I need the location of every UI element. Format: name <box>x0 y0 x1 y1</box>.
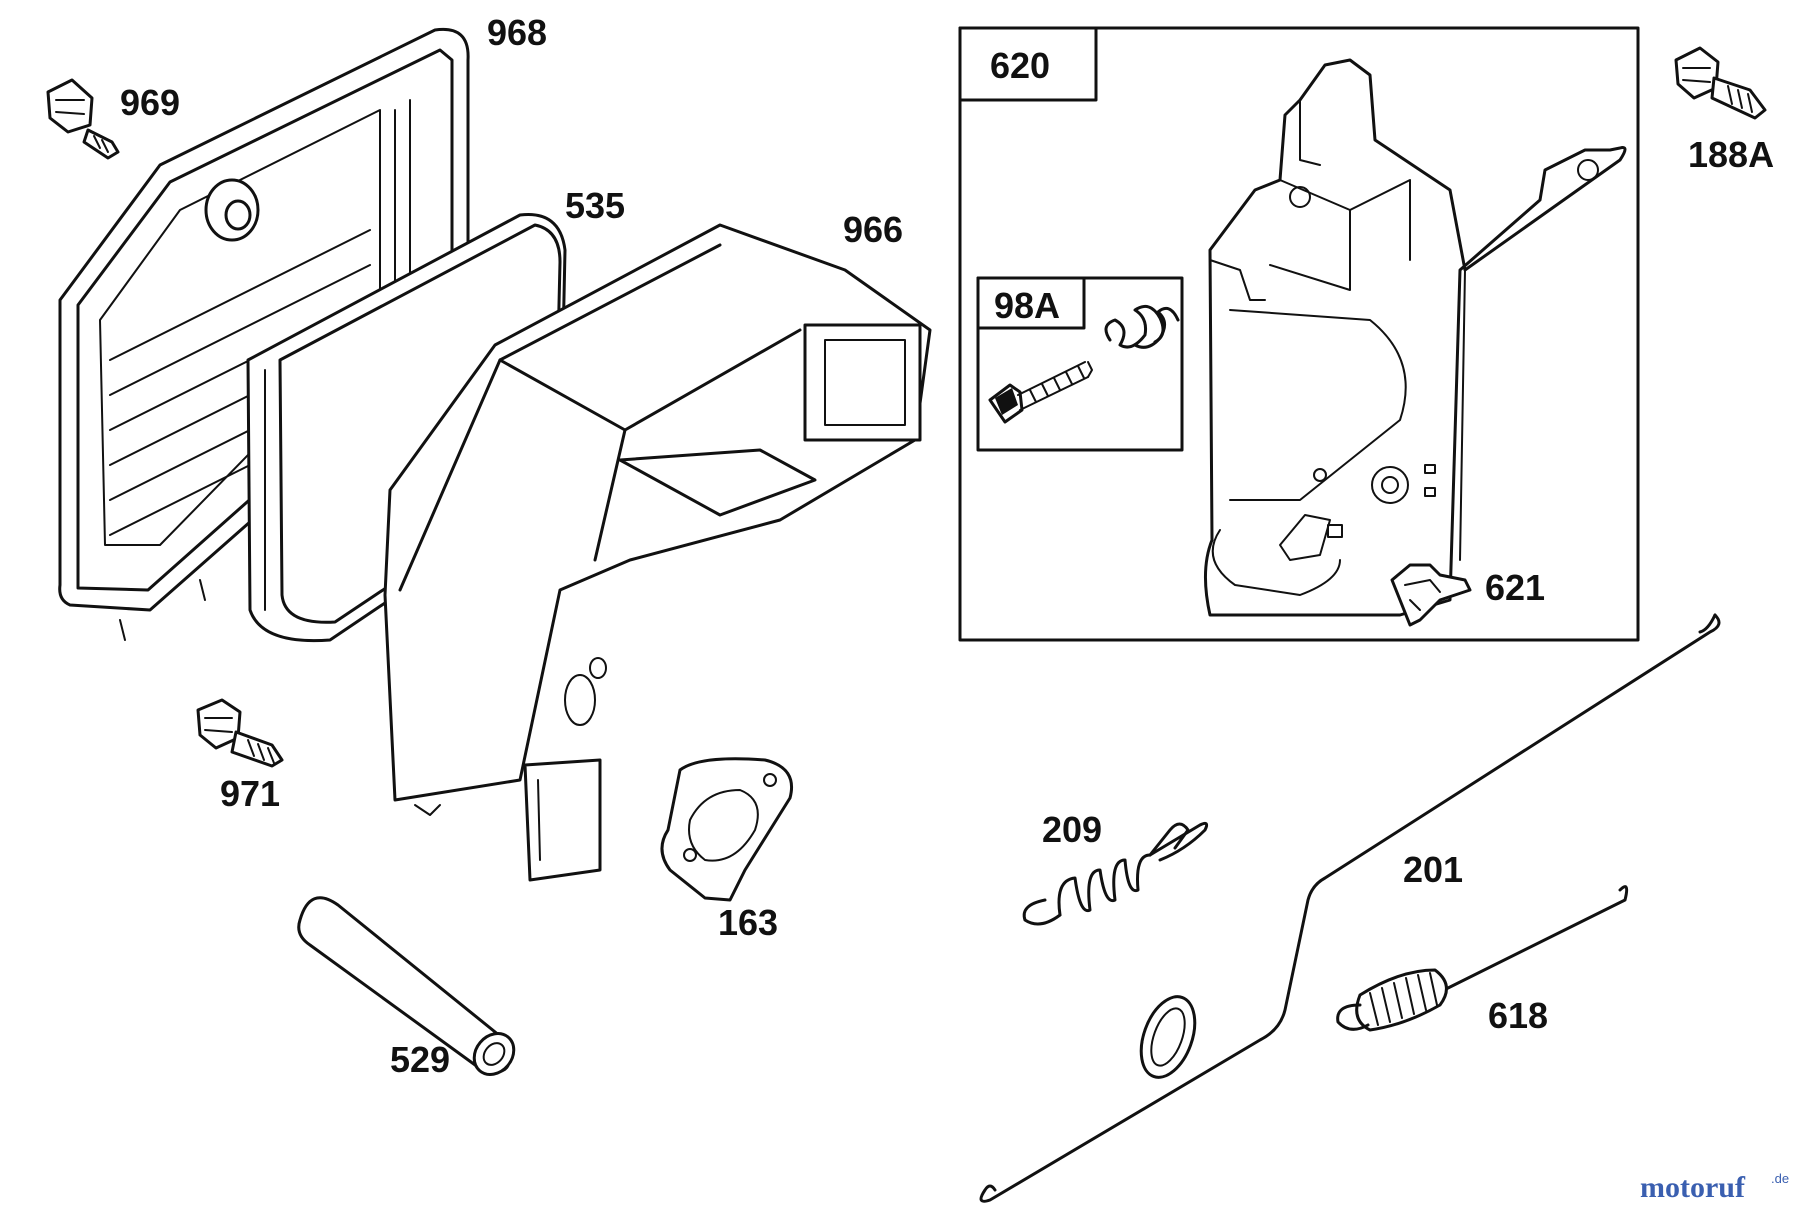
watermark-tld: .de <box>1771 1171 1789 1186</box>
label-209: 209 <box>1042 809 1102 850</box>
screw-spring-98A <box>976 276 1184 452</box>
bolt-971 <box>196 698 284 768</box>
label-969: 969 <box>120 82 180 123</box>
label-621: 621 <box>1485 567 1545 608</box>
label-971: 971 <box>220 773 280 814</box>
label-163: 163 <box>718 902 778 943</box>
watermark-brand: motoruf <box>1640 1171 1746 1204</box>
watermark: motoruf .de <box>1640 1171 1789 1204</box>
air-filter-base-968 <box>58 27 470 641</box>
label-98A: 98A <box>994 285 1060 326</box>
label-618: 618 <box>1488 995 1548 1036</box>
clip-621 <box>1390 563 1472 627</box>
label-188A: 188A <box>1688 134 1774 175</box>
bolt-969 <box>46 78 120 160</box>
bolt-188A <box>1674 46 1767 120</box>
label-968: 968 <box>487 12 547 53</box>
control-bracket-assembly-620 <box>958 26 1640 642</box>
gasket-163 <box>660 757 793 902</box>
spring-618 <box>1336 885 1629 1032</box>
label-529: 529 <box>390 1039 450 1080</box>
tube-529 <box>297 896 516 1076</box>
spring-209 <box>1022 821 1209 926</box>
label-201: 201 <box>1403 849 1463 890</box>
label-966: 966 <box>843 209 903 250</box>
link-rod-201 <box>979 613 1721 1203</box>
label-620: 620 <box>990 45 1050 86</box>
label-535: 535 <box>565 185 625 226</box>
air-filter-cover-966 <box>383 223 932 882</box>
